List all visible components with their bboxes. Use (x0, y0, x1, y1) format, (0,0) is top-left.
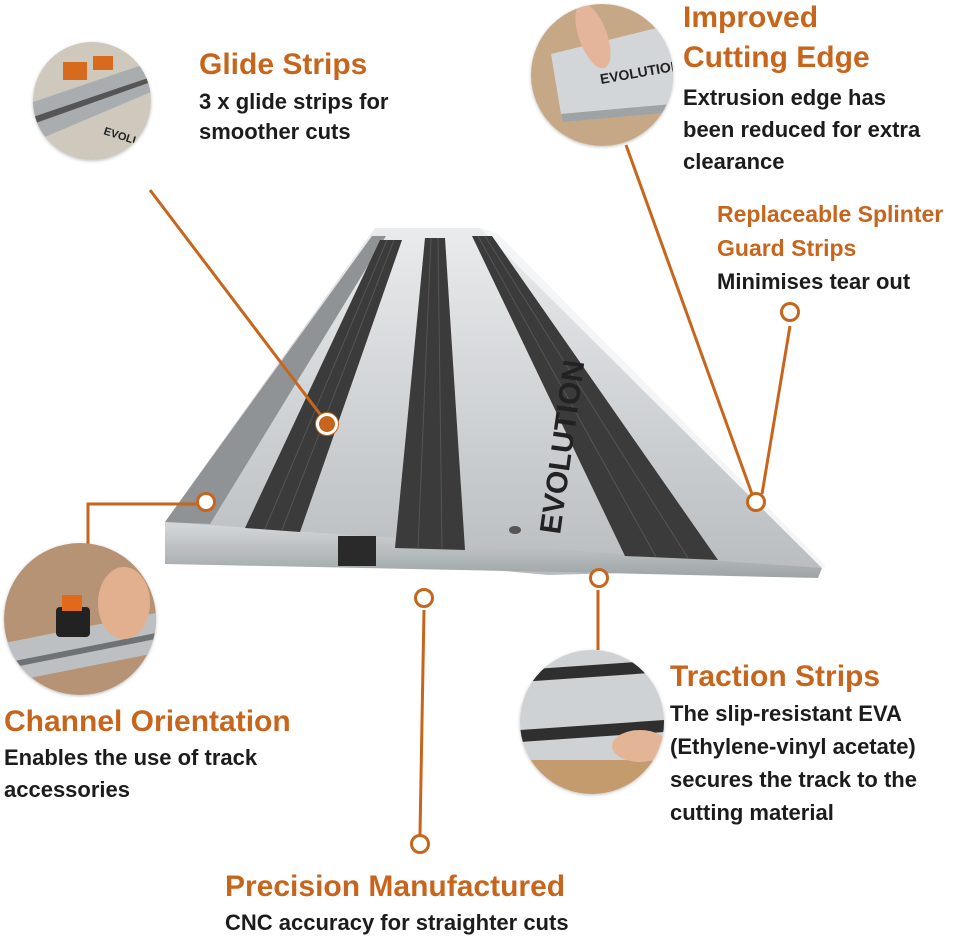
glide-strips-title: Glide Strips (199, 48, 368, 81)
traction-strips-desc-line4: cutting material (670, 800, 834, 825)
cutting-edge-title-line2: Cutting Edge (683, 41, 870, 74)
glide-strips-desc-line2: smoother cuts (199, 119, 351, 144)
channel-orientation-title: Channel Orientation (4, 705, 291, 738)
precision-top-callout-dot (414, 588, 434, 608)
traction-strips-title: Traction Strips (670, 660, 881, 693)
traction-strips-desc-line3: secures the track to the (670, 767, 917, 792)
splinter-guard-title-line1: Replaceable Splinter (717, 201, 944, 227)
traction-callout-dot (589, 568, 609, 588)
track-front-profile (165, 522, 822, 578)
precision-bottom-callout-dot (410, 834, 430, 854)
splinter-guard-desc: Minimises tear out (717, 269, 911, 294)
glide-strips-callout-dot (316, 413, 338, 435)
cutting-edge-desc-line1: Extrusion edge has (683, 85, 886, 110)
glide-strip-2 (395, 238, 465, 550)
cutting-edge-desc-line2: been reduced for extra (683, 117, 921, 142)
glide-strips-photo: EVOLU (33, 42, 151, 160)
precision-title: Precision Manufactured (225, 870, 566, 903)
traction-strips-photo (520, 650, 664, 794)
glide-strip-1 (245, 240, 402, 532)
t-slot (338, 536, 376, 566)
cutting-edge-photo: EVOLUTION (531, 4, 673, 146)
glide-strip-3 (472, 236, 718, 560)
cutting-edge-callout-dot (746, 492, 766, 512)
channel-callout-dot (196, 492, 216, 512)
splinter-guard-callout-dot (780, 302, 800, 322)
channel-orientation-photo (4, 543, 156, 695)
channel-groove (165, 236, 386, 524)
channel-orientation-desc-line2: accessories (4, 777, 130, 802)
screw-hole (509, 526, 521, 534)
channel-orientation-desc-line1: Enables the use of track (4, 745, 258, 770)
traction-strips-desc-line2: (Ethylene-vinyl acetate) (670, 734, 916, 759)
precision-desc: CNC accuracy for straighter cuts (225, 910, 569, 935)
cutting-edge-lip (480, 228, 826, 568)
cutting-edge-title-line1: Improved (683, 1, 819, 34)
cutting-edge-desc-line3: clearance (683, 149, 785, 174)
connector-lines (86, 144, 792, 835)
traction-strips-desc-line1: The slip-resistant EVA (670, 701, 902, 726)
strip-ridges (264, 235, 689, 559)
splinter-guard-title-line2: Guard Strips (717, 235, 857, 261)
glide-strips-desc-line1: 3 x glide strips for (199, 89, 389, 114)
